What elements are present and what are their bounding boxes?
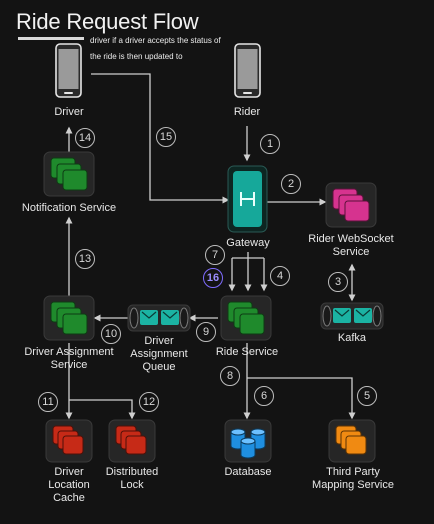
page-title: Ride Request Flow	[16, 9, 199, 34]
phone-icon	[234, 43, 261, 98]
kafka-label: Kafka	[337, 332, 367, 344]
step-number-highlighted: 16	[203, 268, 223, 288]
stack-icon	[108, 419, 156, 463]
step-number: 14	[75, 128, 95, 148]
caption-text: driver if a driver accepts the status of…	[90, 36, 221, 61]
step-number: 5	[357, 386, 377, 406]
stack-icon	[220, 295, 272, 341]
third-party-mapping-service-label: Third Party Mapping Service	[312, 466, 394, 491]
stack-icon	[43, 151, 95, 197]
step-number: 4	[270, 266, 290, 286]
gateway-icon	[227, 165, 268, 233]
step-number: 9	[196, 322, 216, 342]
driver-assignment-queue-label: Driver Assignment Queue	[130, 335, 188, 373]
step-number: 7	[205, 245, 225, 265]
stack-icon	[43, 295, 95, 341]
driver-assignment-service-label: Driver Assignment Service	[24, 346, 114, 371]
step-number: 3	[328, 272, 348, 292]
database-icon	[224, 419, 272, 463]
connectors	[65, 73, 356, 420]
step-number: 2	[281, 174, 301, 194]
stack-icon	[45, 419, 93, 463]
arrow-assignment-to-lock	[69, 399, 136, 420]
arrow-ride-to-mapping	[247, 377, 356, 420]
driver-label: Driver	[54, 106, 84, 118]
queue-icon	[320, 302, 384, 330]
gateway-label: Gateway	[226, 237, 270, 249]
database-label: Database	[224, 466, 272, 478]
stack-icon	[325, 182, 377, 228]
stack-icon	[328, 419, 376, 463]
rider-label: Rider	[233, 106, 261, 118]
rider-websocket-service-label: Rider WebSocket Service	[308, 233, 394, 258]
step-number: 6	[254, 386, 274, 406]
step-number: 8	[220, 366, 240, 386]
step-number: 15	[156, 127, 176, 147]
notification-service-label: Notification Service	[21, 202, 117, 214]
step-number: 1	[260, 134, 280, 154]
step-number: 10	[101, 324, 121, 344]
title-underline	[18, 37, 84, 40]
distributed-lock-label: Distributed Lock	[105, 466, 159, 491]
queue-icon	[127, 304, 191, 332]
step-number: 11	[38, 392, 58, 412]
phone-icon	[55, 43, 82, 98]
ride-service-label: Ride Service	[215, 346, 279, 358]
step-number: 12	[139, 392, 159, 412]
step-number: 13	[75, 249, 95, 269]
driver-location-cache-label: Driver Location Cache	[48, 466, 90, 504]
arrow-driver-to-gateway	[91, 73, 230, 204]
